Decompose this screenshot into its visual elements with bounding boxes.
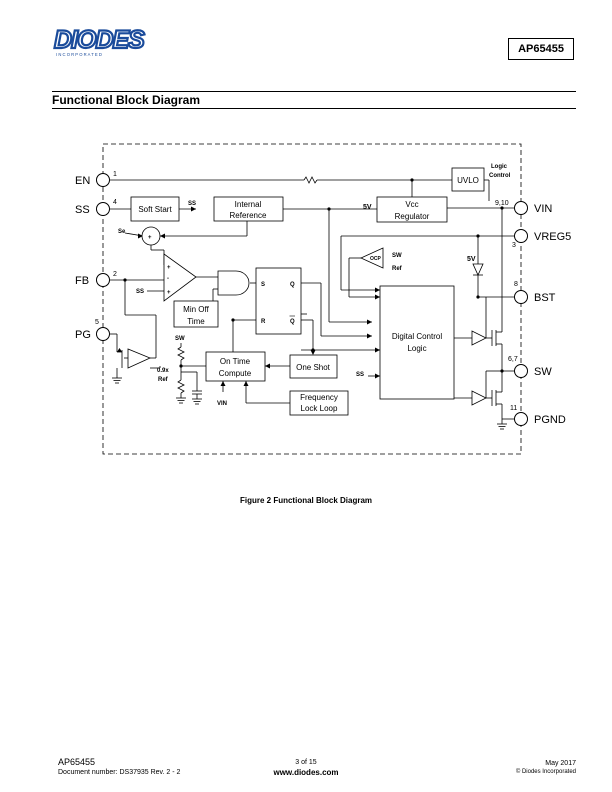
on-time-compute-block xyxy=(205,351,266,382)
min-off-time-label-2: Time xyxy=(187,317,205,326)
comp-plus-1: + xyxy=(167,265,171,271)
internal-reference-block xyxy=(213,196,284,222)
internal-reference-label-1: Internal xyxy=(235,200,262,209)
summing-node xyxy=(141,226,161,246)
ss-dcl-label: SS xyxy=(356,372,364,378)
section-title: Functional Block Diagram xyxy=(52,93,201,107)
latch-qbar-label: Q xyxy=(290,319,295,325)
svg-text:DIODES: DIODES xyxy=(54,26,145,54)
pin-sw-circle xyxy=(514,364,528,378)
logic-control-label-1: Logic xyxy=(491,164,508,170)
footer-website[interactable]: www.diodes.com xyxy=(273,768,339,777)
pin-en-label: EN xyxy=(75,175,90,187)
comp-minus: - xyxy=(167,276,169,282)
one-shot-block xyxy=(289,354,338,379)
comp-plus-2: + xyxy=(167,290,171,296)
pin-pgnd-number: 11 xyxy=(510,405,517,412)
frequency-lock-loop-label-1: Frequency xyxy=(300,393,338,402)
latch-q-label: Q xyxy=(290,282,295,288)
pin-pgnd-label: PGND xyxy=(534,414,566,426)
frequency-lock-loop-label-2: Lock Loop xyxy=(301,404,338,413)
pin-ss-label: SS xyxy=(75,204,90,216)
on-time-compute-label-2: Compute xyxy=(219,369,252,378)
pin-pg-number: 5 xyxy=(95,319,99,326)
low-side-driver xyxy=(471,390,487,406)
digital-control-logic-block xyxy=(379,285,455,400)
vcc-regulator-label-1: Vcc xyxy=(405,200,418,209)
pin-fb-circle xyxy=(96,273,110,287)
ss-comp-label: SS xyxy=(136,289,144,295)
ontime-vin-label: VIN xyxy=(217,401,227,407)
pin-fb-number: 2 xyxy=(113,271,117,278)
diodes-logo: DIODES I N C O R P O R A T E D xyxy=(53,26,147,57)
digital-control-logic-label-2: Logic xyxy=(407,344,426,353)
pin-en-circle xyxy=(96,173,110,187)
footer-copyright: © Diodes Incorporated xyxy=(515,769,576,775)
high-side-driver xyxy=(471,330,487,346)
ocp-ref-label: Ref xyxy=(392,266,403,272)
footer-document-number: Document number: DS37935 Rev. 2 - 2 xyxy=(58,769,181,776)
pin-sw-label: SW xyxy=(534,366,552,378)
ocp-label: OCP xyxy=(370,256,382,262)
pg-ratio-label: 0.9x xyxy=(157,368,169,374)
pin-pgnd-circle xyxy=(514,412,528,426)
on-time-compute-label-1: On Time xyxy=(220,357,251,366)
one-shot-label: One Shot xyxy=(296,363,331,372)
ontime-sw-label: SW xyxy=(175,336,185,342)
pin-pg-circle xyxy=(96,327,110,341)
pin-vreg5-label: VREG5 xyxy=(534,231,571,243)
sr-latch-block xyxy=(255,267,302,335)
ocp-sw-label: SW xyxy=(392,253,402,259)
five-v-diode-label: 5V xyxy=(467,256,476,263)
sum-plus: + xyxy=(148,235,152,241)
pin-pg-label: PG xyxy=(75,329,91,341)
footer-date: May 2017 xyxy=(545,760,576,767)
svg-text:I N C O R P O R A T E D: I N C O R P O R A T E D xyxy=(56,52,102,57)
pin-vin-label: VIN xyxy=(534,203,552,215)
pin-bst-number: 8 xyxy=(514,281,518,288)
latch-s-label: S xyxy=(261,282,265,288)
five-v-vcc-label: 5V xyxy=(363,204,372,211)
section-rule-bottom xyxy=(52,108,576,109)
pg-comparator xyxy=(127,348,152,369)
footer-part: AP65455 xyxy=(58,757,96,767)
frequency-lock-loop-block xyxy=(289,390,349,416)
uvlo-label: UVLO xyxy=(457,176,479,185)
pin-vin-circle xyxy=(514,201,528,215)
footer-page-number: 3 of 15 xyxy=(295,759,317,766)
uvlo-block xyxy=(451,167,485,192)
soft-start-block xyxy=(130,196,180,222)
se-label: Se xyxy=(118,229,126,235)
ss-out-label: SS xyxy=(188,201,196,207)
digital-control-logic-label-1: Digital Control xyxy=(392,332,442,341)
pin-en-number: 1 xyxy=(113,171,117,178)
min-off-time-label-1: Min Off xyxy=(183,305,209,314)
section-rule-top xyxy=(52,91,576,92)
pin-sw-number: 6,7 xyxy=(508,356,518,363)
pin-ss-number: 4 xyxy=(113,199,117,206)
min-off-time-block xyxy=(173,300,219,328)
bootstrap-diode xyxy=(472,263,484,276)
internal-reference-label-2: Reference xyxy=(230,211,267,220)
pg-ref-label: Ref xyxy=(158,377,169,383)
logic-control-label-2: Control xyxy=(489,173,511,179)
pin-fb-label: FB xyxy=(75,275,89,287)
pin-vin-number: 9,10 xyxy=(495,200,509,207)
pin-vreg5-circle xyxy=(514,229,528,243)
latch-r-label: R xyxy=(261,319,266,325)
pin-bst-label: BST xyxy=(534,292,556,304)
and-gate xyxy=(217,270,250,296)
ocp-comparator xyxy=(360,247,384,269)
vcc-regulator-block xyxy=(376,196,448,223)
pin-ss-circle xyxy=(96,202,110,216)
pin-vreg5-number: 3 xyxy=(512,242,516,249)
figure-caption: Figure 2 Functional Block Diagram xyxy=(239,496,373,505)
pin-bst-circle xyxy=(514,290,528,304)
pwm-comparator xyxy=(163,253,197,302)
part-number-box: AP65455 xyxy=(508,38,574,60)
soft-start-label: Soft Start xyxy=(138,205,172,214)
vcc-regulator-label-2: Regulator xyxy=(395,212,430,221)
